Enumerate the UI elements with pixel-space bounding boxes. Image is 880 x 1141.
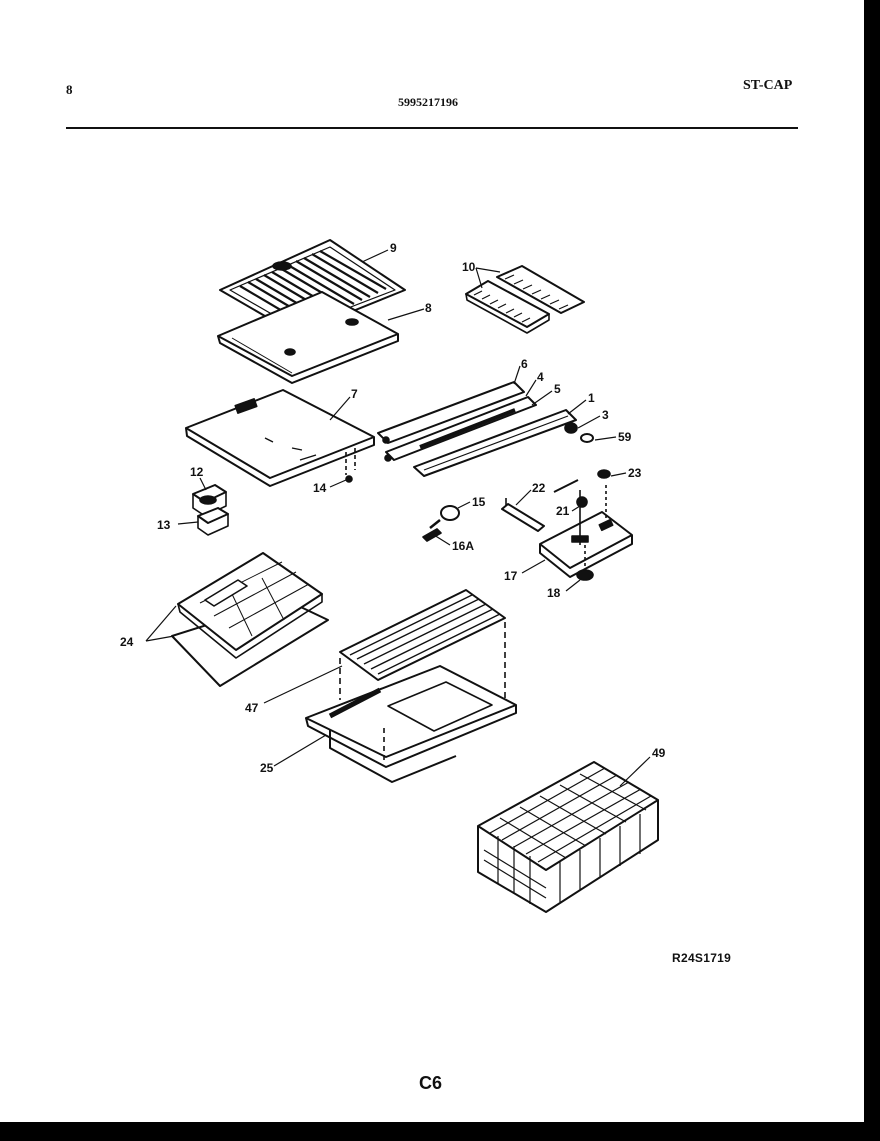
diagram-code: ST-CAP xyxy=(743,78,793,93)
callout-4: 4 xyxy=(537,370,544,384)
callout-1: 1 xyxy=(588,391,595,405)
callout-17: 17 xyxy=(504,569,518,583)
page-number: 8 xyxy=(66,82,73,97)
part-8-shelf-cover xyxy=(217,291,399,384)
part-15-16a-hinge xyxy=(422,505,460,542)
part-9-shelf-grille xyxy=(219,239,406,335)
callout-6: 6 xyxy=(521,357,528,371)
callout-15: 15 xyxy=(472,495,486,509)
callout-24: 24 xyxy=(120,635,134,649)
part-10-ice-trays xyxy=(465,265,585,334)
parts-diagram-page: 8 5995217196 ST-CAP xyxy=(0,0,864,1122)
part-17-21-23-18-bracket xyxy=(539,469,633,581)
callout-16a: 16A xyxy=(452,539,474,553)
part-6-4-5-1-shelf-rails xyxy=(377,381,577,477)
part-25-crisper-frame xyxy=(305,665,517,783)
drawing-reference-code: R24S1719 xyxy=(672,951,732,965)
callout-14: 14 xyxy=(313,481,327,495)
part-22-bar xyxy=(501,498,545,532)
exploded-view-drawing: 9 8 10 7 6 4 5 1 3 59 12 13 14 15 16A 22… xyxy=(120,239,666,913)
callout-25: 25 xyxy=(260,761,274,775)
callout-22: 22 xyxy=(532,481,546,495)
callout-5: 5 xyxy=(554,382,561,396)
callout-18: 18 xyxy=(547,586,561,600)
part-7-glass-shelf xyxy=(185,389,375,487)
header-rule xyxy=(66,127,798,129)
part-47-grille-cover xyxy=(339,589,506,700)
callout-10: 10 xyxy=(462,260,476,274)
model-number: 5995217196 xyxy=(398,95,458,109)
callout-leader-lines xyxy=(145,249,651,787)
callout-23: 23 xyxy=(628,466,642,480)
callout-8: 8 xyxy=(425,301,432,315)
part-49-wire-basket xyxy=(477,761,659,913)
callout-3: 3 xyxy=(602,408,609,422)
part-24-crisper-covers xyxy=(171,552,329,687)
callout-labels: 9 8 10 7 6 4 5 1 3 59 12 13 14 15 16A 22… xyxy=(120,241,666,775)
callout-13: 13 xyxy=(157,518,171,532)
callout-49: 49 xyxy=(652,746,666,760)
part-3-59-fasteners xyxy=(564,422,594,443)
callout-21: 21 xyxy=(556,504,570,518)
callout-59: 59 xyxy=(618,430,632,444)
part-12-13-blocks xyxy=(192,475,353,536)
callout-9: 9 xyxy=(390,241,397,255)
callout-12: 12 xyxy=(190,465,204,479)
page-code: C6 xyxy=(419,1073,443,1093)
callout-7: 7 xyxy=(351,387,358,401)
callout-47: 47 xyxy=(245,701,259,715)
